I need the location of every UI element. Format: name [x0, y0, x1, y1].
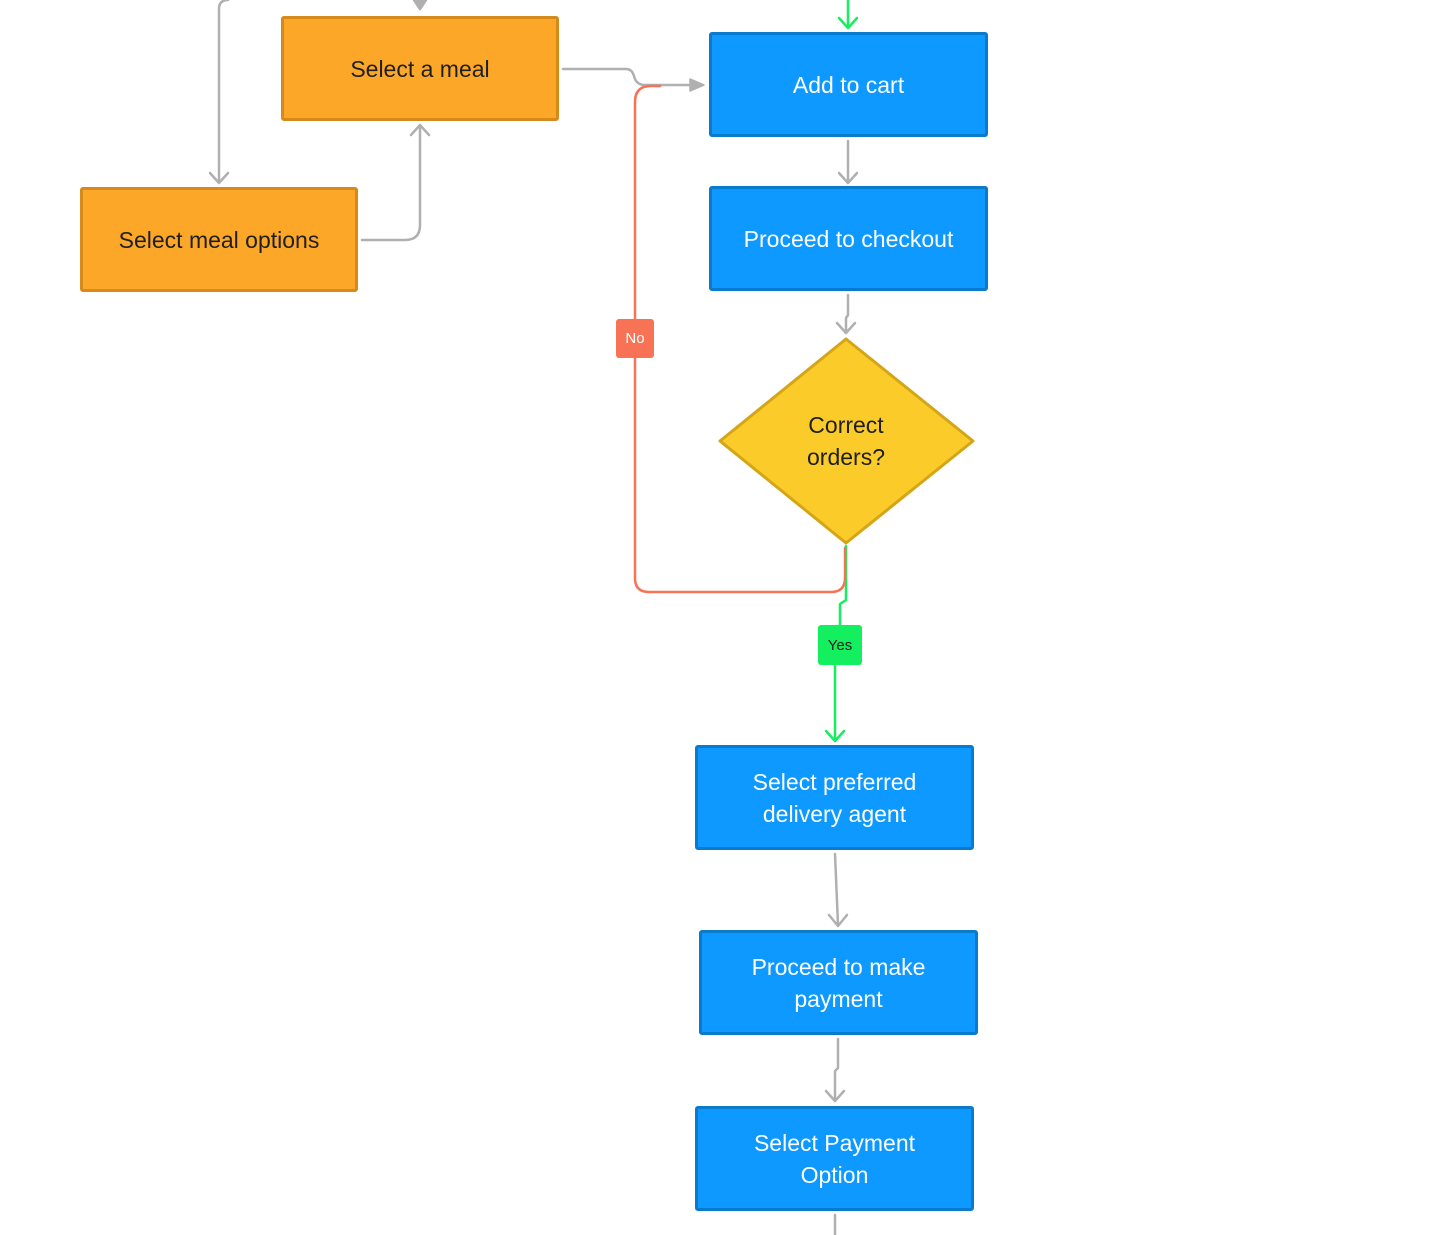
- arrowhead-decision: [835, 321, 857, 335]
- select-meal-label: Select a meal: [350, 55, 490, 82]
- payment-label-line2: payment: [794, 985, 883, 1012]
- decision-diamond: [718, 337, 975, 545]
- select-meal-options-label: Select meal options: [118, 226, 320, 253]
- yes-branch-label: Yes: [818, 625, 862, 665]
- option-label-line1: Select Payment: [753, 1129, 916, 1156]
- select-delivery-agent-node[interactable]: Select preferred delivery agent: [695, 745, 974, 850]
- arrowhead-option: [824, 1089, 846, 1103]
- select-meal-node[interactable]: Select a meal: [281, 16, 559, 121]
- connector-meal-to-cart: [561, 67, 704, 87]
- connector-checkout-to-decision: [844, 293, 850, 335]
- arrowhead-meal-options: [208, 171, 230, 185]
- proceed-checkout-label: Proceed to checkout: [743, 225, 954, 252]
- decision-label-line2: orders?: [807, 444, 885, 470]
- connector-top-to-meal-options: [217, 0, 230, 184]
- decision-label: Correct orders?: [746, 406, 946, 476]
- payment-label-line1: Proceed to make: [751, 953, 926, 980]
- option-label-line2: Option: [800, 1161, 869, 1188]
- proceed-checkout-node[interactable]: Proceed to checkout: [709, 186, 988, 291]
- add-to-cart-label: Add to cart: [792, 71, 905, 98]
- no-branch-label: No: [616, 319, 654, 358]
- arrowhead-cart-top: [837, 16, 859, 30]
- arrowhead-payment: [827, 913, 849, 928]
- decision-label-line1: Correct: [808, 412, 884, 438]
- connector-payment-to-option: [833, 1037, 840, 1102]
- proceed-payment-node[interactable]: Proceed to make payment: [699, 930, 978, 1035]
- add-to-cart-node[interactable]: Add to cart: [709, 32, 988, 137]
- arrowhead-add-to-cart: [689, 78, 705, 92]
- delivery-label-line2: delivery agent: [762, 800, 907, 827]
- arrowhead-checkout: [837, 171, 859, 185]
- delivery-label-line1: Select preferred: [752, 768, 917, 795]
- select-meal-options-node[interactable]: Select meal options: [80, 187, 358, 292]
- select-payment-option-node[interactable]: Select Payment Option: [695, 1106, 974, 1211]
- connector-no-path: [633, 84, 847, 594]
- arrowhead-top-filled: [413, 0, 427, 10]
- connector-delivery-to-payment: [833, 852, 840, 927]
- arrowhead-delivery: [824, 729, 846, 743]
- arrowhead-select-meal-bottom: [409, 123, 431, 137]
- connector-options-to-meal: [360, 124, 422, 242]
